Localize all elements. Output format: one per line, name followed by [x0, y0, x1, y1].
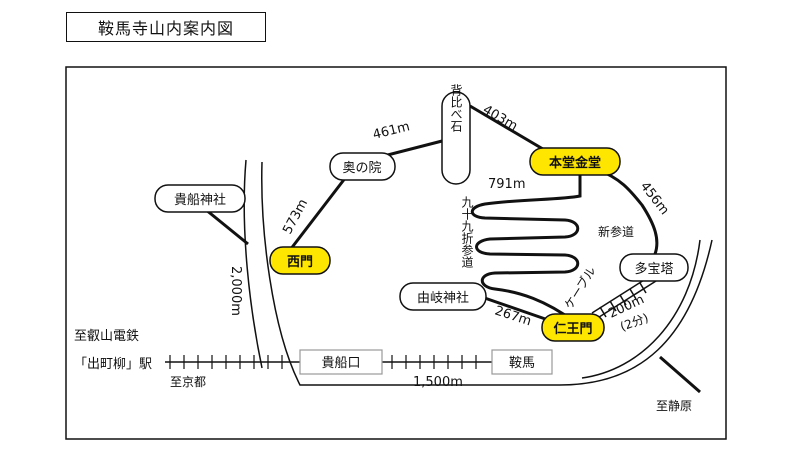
map-frame: [65, 66, 727, 440]
node-hondo-kondo: [529, 147, 621, 176]
label-demachiyanagi: 「出町柳」駅: [74, 357, 152, 372]
label-kurama: 鞍馬: [509, 355, 535, 371]
node-okunoin: [329, 152, 396, 181]
label-hondo-kondo: 本堂金堂: [549, 155, 601, 171]
hiking-route: [199, 104, 659, 324]
label-yuki-jinja: 由岐神社: [417, 290, 469, 306]
node-nishimon: [269, 246, 331, 275]
node-niomon: [541, 313, 605, 342]
label-dist-1500: 1,500m: [413, 375, 463, 390]
node-kibune-jinja: [154, 184, 246, 213]
label-dist-2000: 2,000m: [228, 266, 243, 316]
label-to-shizuhara: 至静原: [656, 399, 692, 413]
label-tsuzuraori: 九十九折参道: [460, 196, 474, 268]
label-to-kyoto: 至京都: [170, 375, 206, 389]
road-line: [243, 159, 263, 369]
station-kibuneguchi: [299, 349, 383, 375]
map-title: 鞍馬寺山内案内図: [66, 12, 266, 42]
road-line: [581, 239, 701, 379]
railway-ticks: [169, 355, 477, 369]
label-tahoto: 多宝塔: [634, 261, 673, 277]
node-tahoto: [619, 253, 689, 282]
label-kibuneguchi: 貴船口: [321, 356, 360, 371]
label-dist-791: 791m: [488, 177, 525, 192]
label-kibune-jinja: 貴船神社: [174, 192, 226, 208]
label-shinsando: 新参道: [598, 224, 634, 239]
road-to-shizuhara: [659, 355, 701, 394]
node-seikurabe-ishi: [441, 91, 471, 185]
label-nishimon: 西門: [287, 255, 313, 270]
label-eizan-line: 至叡山電鉄: [74, 329, 139, 344]
label-seikurabe-ishi: 背比べ石: [449, 84, 463, 132]
station-kurama: [491, 349, 553, 375]
node-yuki-jinja: [399, 282, 487, 311]
label-okunoin: 奥の院: [342, 161, 381, 176]
road-line: [261, 161, 713, 386]
label-niomon: 仁王門: [553, 321, 592, 337]
